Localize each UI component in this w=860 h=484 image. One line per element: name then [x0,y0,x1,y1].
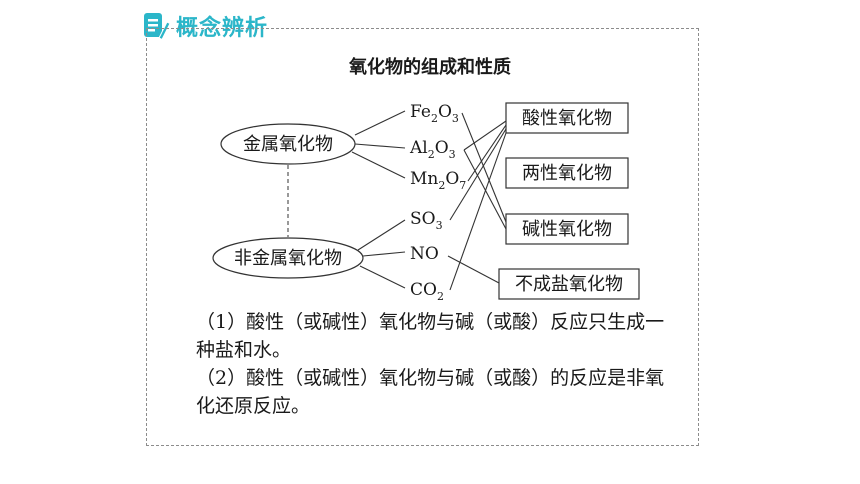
note-pencil-icon [144,13,170,41]
diagram-title: 氧化物的组成和性质 [348,56,511,78]
category-label-basic: 碱性氧化物 [522,219,612,240]
compound-al2o3: Al2O3 [409,138,456,161]
compound-fe2o3: Fe2O3 [410,102,459,125]
category-box-amphoteric [505,157,629,189]
note-2: （2）酸性（或碱性）氧化物与碱（或酸）的反应是非氧化还原反应。 [196,367,665,417]
category-box-basic [505,213,629,245]
nonmetal-oxide-label: 非金属氧化物 [234,248,342,269]
group-links [351,110,406,289]
category-links [447,112,507,291]
metal-oxide-label: 金属氧化物 [243,134,333,155]
category-label-acidic: 酸性氧化物 [522,108,612,129]
category-label-non-salt: 不成盐氧化物 [515,274,623,295]
compound-co2: CO2 [410,280,444,303]
category-box-non-salt [498,268,640,300]
dashed-frame [146,28,699,446]
compound-mn2o7: Mn2O7 [410,169,466,192]
notes: （1）酸性（或碱性）氧化物与碱（或酸）反应只生成一种盐和水。 （2）酸性（或碱性… [196,308,676,420]
nonmetal-oxide-ellipse [212,237,364,279]
note-1: （1）酸性（或碱性）氧化物与碱（或酸）反应只生成一种盐和水。 [196,311,665,361]
category-label-amphoteric: 两性氧化物 [522,163,612,184]
category-box-acidic [505,102,629,134]
compound-so3: SO3 [410,209,443,232]
compound-no: NO [410,244,439,264]
